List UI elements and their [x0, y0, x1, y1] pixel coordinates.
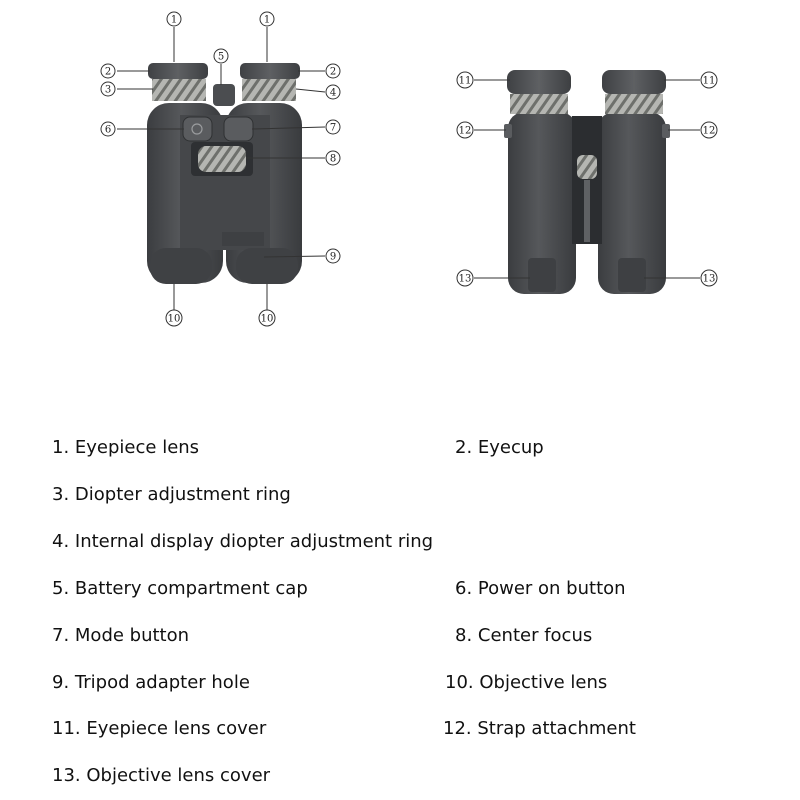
- front-left-objective: [150, 248, 212, 284]
- back-left-ring: [510, 94, 568, 114]
- callout-1-left: 1: [166, 11, 182, 27]
- callout-5: 5: [213, 48, 229, 64]
- back-left-strap-lug: [504, 124, 512, 138]
- callout-6: 6: [100, 121, 116, 137]
- binocular-diagram: 1 1 2 2 3 4 5 6 7 8 9 10 10 11 11 12 12 …: [100, 11, 718, 327]
- back-right-ring: [605, 94, 663, 114]
- callout-11-right: 11: [700, 71, 718, 89]
- callout-11-left: 11: [456, 71, 474, 89]
- svg-text:2: 2: [105, 67, 111, 78]
- legend-item-13: 13. Objective lens cover: [52, 765, 271, 786]
- svg-text:6: 6: [105, 125, 111, 136]
- front-view-binocular: [147, 63, 302, 284]
- power-button: [182, 116, 213, 142]
- power-button-icon: [191, 123, 203, 135]
- svg-text:3: 3: [105, 85, 111, 96]
- svg-text:12: 12: [459, 126, 472, 137]
- svg-text:11: 11: [459, 76, 472, 87]
- callout-10-right: 10: [258, 309, 276, 327]
- legend-item-9: 9. Tripod adapter hole: [52, 672, 250, 693]
- svg-text:12: 12: [703, 126, 716, 137]
- callout-13-left: 13: [456, 269, 474, 287]
- back-right-strap-lug: [662, 124, 670, 138]
- legend-item-8: 8. Center focus: [455, 625, 593, 646]
- legend-item-5: 5. Battery compartment cap: [52, 578, 308, 599]
- svg-text:11: 11: [703, 76, 716, 87]
- svg-text:5: 5: [218, 52, 224, 63]
- leader-lines: [117, 27, 700, 310]
- front-left-diopter-ring: [152, 79, 206, 101]
- legend-item-1: 1. Eyepiece lens: [52, 437, 200, 458]
- svg-text:13: 13: [703, 274, 716, 285]
- center-focus-wheel: [198, 146, 246, 172]
- svg-text:2: 2: [330, 67, 336, 78]
- back-right-objective-cover: [618, 258, 646, 292]
- legend-item-3: 3. Diopter adjustment ring: [52, 484, 291, 505]
- back-left-eyepiece-cover: [507, 70, 571, 94]
- front-right-eyecup: [240, 63, 300, 79]
- legend-item-12: 12. Strap attachment: [443, 718, 636, 739]
- callout-1-right: 1: [259, 11, 275, 27]
- legend-item-6: 6. Power on button: [455, 578, 626, 599]
- back-focus-shaft: [584, 180, 590, 242]
- battery-cap: [213, 84, 235, 106]
- legend-item-2: 2. Eyecup: [455, 437, 544, 458]
- callout-7: 7: [325, 119, 341, 135]
- svg-text:10: 10: [261, 314, 274, 325]
- svg-text:1: 1: [171, 15, 177, 26]
- front-left-eyecup: [148, 63, 208, 79]
- svg-text:9: 9: [330, 252, 336, 263]
- back-view-binocular: [504, 70, 670, 294]
- svg-text:4: 4: [330, 88, 336, 99]
- callout-2-left: 2: [100, 63, 116, 79]
- callout-4: 4: [325, 84, 341, 100]
- legend-item-7: 7. Mode button: [52, 625, 190, 646]
- svg-text:1: 1: [264, 15, 270, 26]
- callout-markers: 1 1 2 2 3 4 5 6 7 8 9 10 10 11 11 12 12 …: [100, 11, 718, 327]
- legend-item-11: 11. Eyepiece lens cover: [52, 718, 267, 739]
- back-right-eyepiece-cover: [602, 70, 666, 94]
- svg-text:10: 10: [168, 314, 181, 325]
- back-left-barrel: [508, 112, 576, 294]
- svg-text:8: 8: [330, 154, 336, 165]
- svg-text:7: 7: [330, 123, 336, 134]
- front-right-objective: [236, 248, 298, 284]
- callout-9: 9: [325, 248, 341, 264]
- callout-8: 8: [325, 150, 341, 166]
- legend-item-10: 10. Objective lens: [445, 672, 608, 693]
- callout-3: 3: [100, 81, 116, 97]
- callout-12-right: 12: [700, 121, 718, 139]
- back-right-barrel: [598, 112, 666, 294]
- svg-text:13: 13: [459, 274, 472, 285]
- back-left-objective-cover: [528, 258, 556, 292]
- callout-10-left: 10: [165, 309, 183, 327]
- mode-button: [223, 116, 254, 142]
- legend-item-4: 4. Internal display diopter adjustment r…: [52, 531, 434, 552]
- back-focus-wheel: [577, 155, 597, 179]
- callout-13-right: 13: [700, 269, 718, 287]
- front-right-diopter-ring: [242, 79, 296, 101]
- callout-12-left: 12: [456, 121, 474, 139]
- callout-2-right: 2: [325, 63, 341, 79]
- tripod-plate: [222, 232, 264, 246]
